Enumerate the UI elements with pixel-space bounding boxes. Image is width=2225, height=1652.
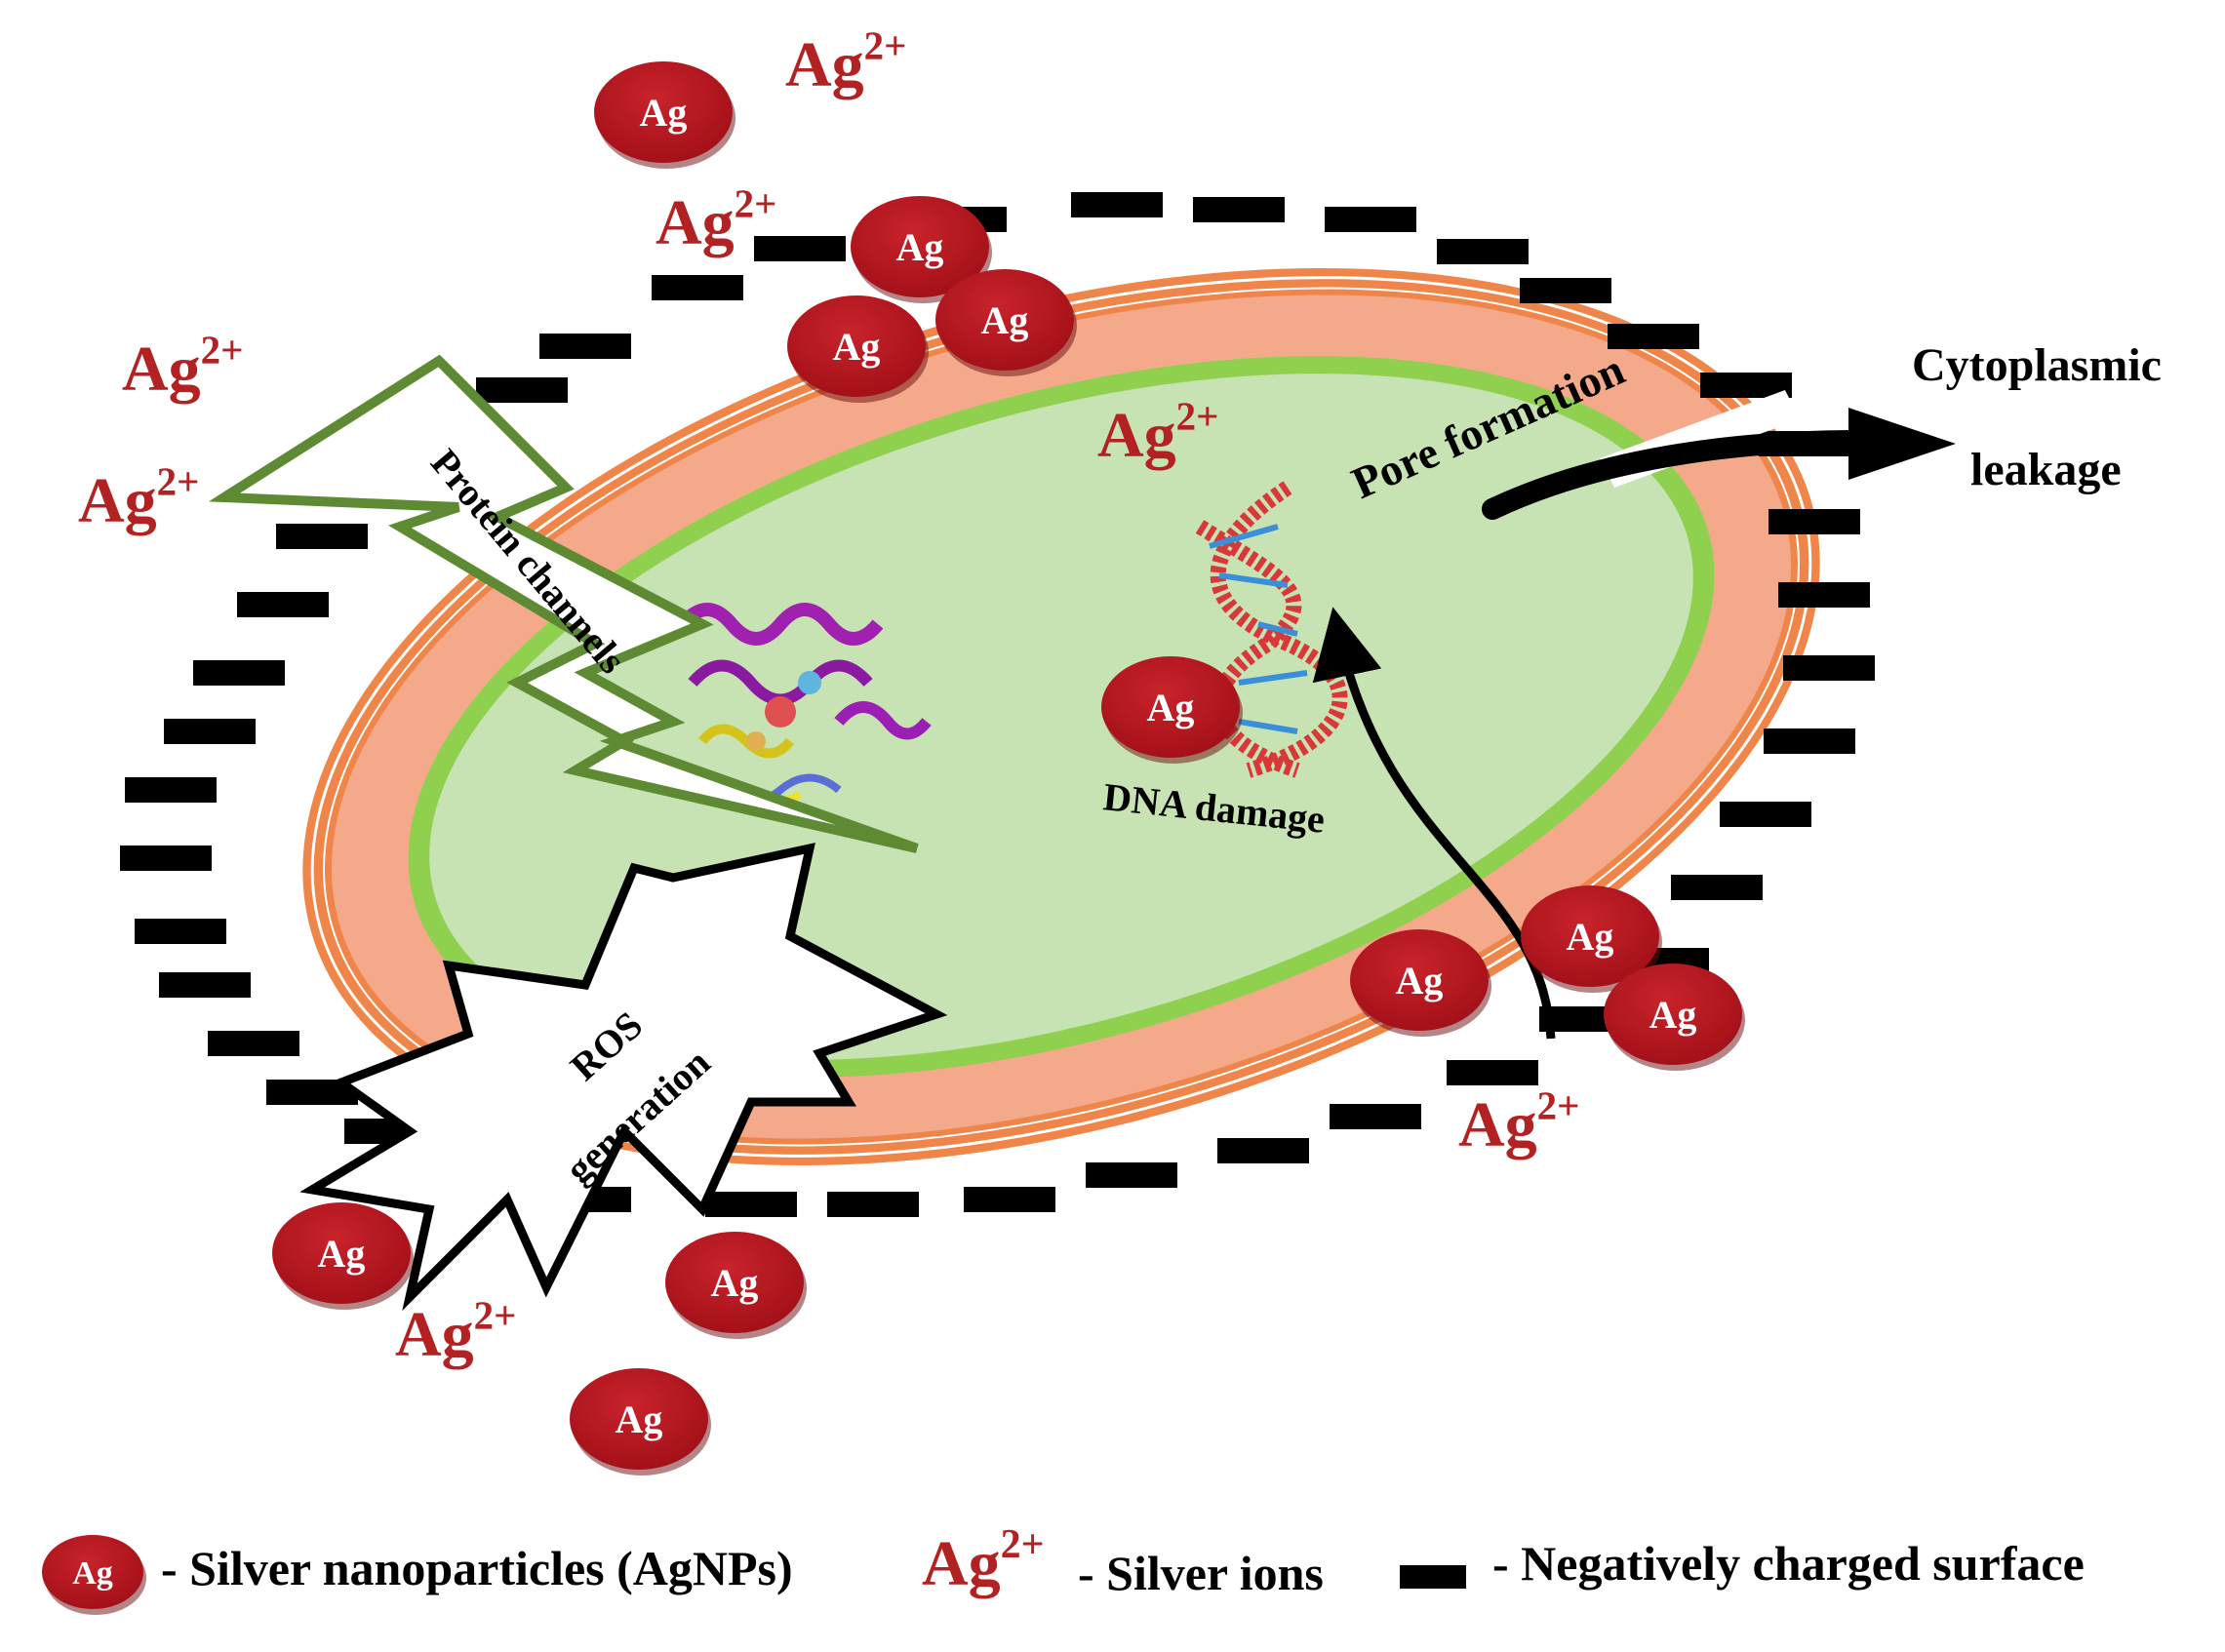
negative-charge-bar (1520, 278, 1611, 303)
nanoparticle-label: Ag (640, 91, 688, 135)
silver-nanoparticle: Ag (787, 295, 929, 403)
negative-charge-bar (539, 334, 631, 359)
nanoparticle-label: Ag (711, 1261, 759, 1305)
legend: Ag - Silver nanoparticles (AgNPs) Ag2+ -… (42, 1522, 2085, 1615)
silver-nanoparticle: Ag (594, 61, 735, 169)
silver-nanoparticle: Ag (1604, 964, 1745, 1071)
nanoparticle-label: Ag (318, 1232, 366, 1276)
silver-nanoparticle: Ag (1350, 929, 1491, 1037)
negative-charge-bar (193, 660, 285, 686)
negative-charge-bar (120, 846, 212, 871)
leakage-arrow-head (1848, 408, 1956, 480)
silver-ion: Ag2+ (78, 459, 199, 536)
negative-charge-bar (164, 719, 256, 744)
leakage-arrow (1482, 430, 1869, 520)
silver-ion: Ag2+ (395, 1293, 516, 1370)
negative-charge-bar (159, 972, 251, 998)
legend-ion-symbol: Ag2+ (922, 1522, 1045, 1599)
nanoparticle-label: Ag (981, 298, 1029, 342)
silver-ion: Ag2+ (1458, 1083, 1579, 1160)
cytoplasmic-label: Cytoplasmic (1912, 339, 2162, 391)
negative-charge-bar (1437, 239, 1529, 264)
legend-charge-label: - Negatively charged surface (1492, 1536, 2085, 1591)
nanoparticle-label: Ag (896, 225, 944, 269)
silver-nanoparticle: Ag (570, 1368, 711, 1475)
legend-silver-nanoparticle: Ag (42, 1535, 146, 1615)
negative-charge-bar (1783, 655, 1875, 681)
negative-charge-bar (1671, 875, 1763, 900)
negative-charge-bar (125, 777, 217, 803)
negative-charge-bar (476, 377, 568, 403)
nanoparticle-label: Ag (1649, 993, 1697, 1037)
silver-nanoparticle: Ag (1101, 656, 1243, 764)
negative-charge-bar (1193, 197, 1285, 222)
silver-ion: Ag2+ (656, 181, 776, 258)
negative-charge-bar (1447, 1060, 1538, 1085)
silver-ions: Ag2+ Ag2+ Ag2+ Ag2+ Ag2+ Ag2+ Ag2+ (78, 23, 1579, 1370)
legend-nanoparticle-label: - Silver nanoparticles (AgNPs) (161, 1541, 793, 1595)
legend-charge-bar (1400, 1565, 1466, 1589)
negative-charge-bar (1217, 1138, 1309, 1163)
negative-charge-bar (1325, 207, 1416, 232)
negative-charge-bar (964, 1187, 1055, 1212)
leakage-label: leakage (1970, 444, 2122, 495)
negative-charge-bar (754, 236, 846, 261)
negative-charge-bar (1086, 1162, 1177, 1188)
legend-nanoparticle-icon: Ag (42, 1535, 146, 1615)
negative-charge-bar (1720, 802, 1811, 827)
nanoparticle-label: Ag (616, 1397, 663, 1441)
nanoparticle-label: Ag (72, 1555, 113, 1592)
silver-nanoparticle: Ag (851, 196, 992, 303)
negative-charge-bar (276, 524, 368, 549)
nanoparticle-label: Ag (1396, 959, 1444, 1003)
silver-ion: Ag2+ (785, 23, 906, 100)
nanoparticle-label: Ag (1147, 686, 1195, 729)
silver-nanoparticle: Ag (272, 1202, 414, 1310)
silver-nanoparticle: Ag (935, 269, 1077, 376)
dna-helix-icon (1195, 481, 1348, 778)
negative-charge-bar (1330, 1104, 1421, 1129)
negative-charge-bar (135, 919, 226, 944)
negative-charge-bar (1778, 582, 1870, 608)
silver-ion: Ag2+ (122, 328, 243, 405)
negative-charge-bar (208, 1031, 299, 1056)
nanoparticle-label: Ag (833, 325, 881, 369)
negative-charge-bar (1768, 509, 1860, 534)
negative-charge-bar (237, 592, 329, 617)
nanoparticle-label: Ag (1567, 915, 1614, 959)
dna-damage-arrow (1312, 607, 1556, 1040)
silver-nanoparticle: Ag (665, 1232, 807, 1339)
negative-charge-bar (705, 1192, 797, 1217)
legend-ion-label: - Silver ions (1078, 1546, 1324, 1600)
silver-nanoparticle: Ag (1521, 885, 1662, 993)
negative-charge-bar (827, 1192, 919, 1217)
negative-charge-bar (1764, 728, 1855, 754)
negative-charge-bar (1071, 192, 1163, 217)
silver-ion: Ag2+ (1097, 394, 1218, 471)
negative-charge-bar (652, 275, 743, 300)
negative-charge-bar (1608, 324, 1699, 349)
